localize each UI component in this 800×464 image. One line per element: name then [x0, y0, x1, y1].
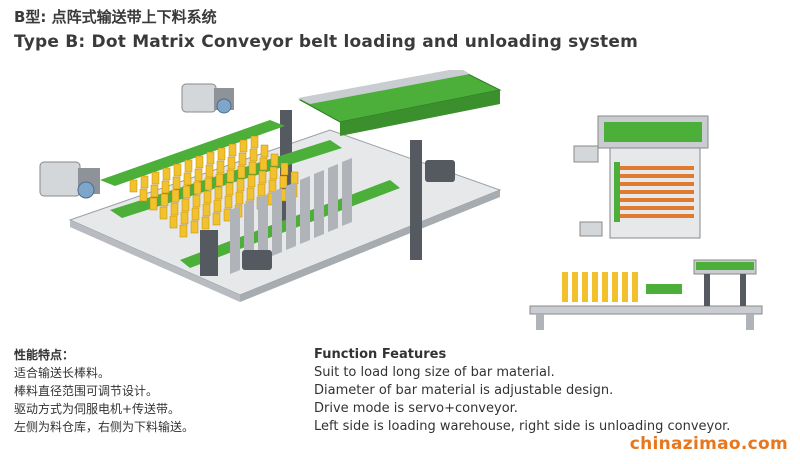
bar-material-matrix [129, 135, 309, 238]
features-cn-line: 驱动方式为伺服电机+传送带。 [14, 402, 181, 416]
servo-motor-left [39, 161, 100, 199]
features-cn-heading: 性能特点： [14, 348, 75, 362]
separator-plates [230, 158, 352, 274]
top-view-illustration [573, 115, 709, 239]
top-view-rows [618, 166, 694, 218]
features-cn: 性能特点： 适合输送长棒料。 棒料直径范围可调节设计。 驱动方式为伺服电机+传送… [14, 346, 194, 436]
page-title-cn: B型: 点阵式输送带上下料系统 [14, 8, 217, 26]
features-cn-line: 左侧为料仓库，右侧为下料输送。 [14, 420, 195, 434]
servo-motor-top [181, 83, 234, 114]
features-en-heading: Function Features [314, 347, 447, 362]
main-machine-illustration [39, 70, 502, 302]
side-view-illustration [529, 259, 763, 330]
features-en-line: Suit to load long size of bar material. [314, 365, 555, 380]
features-en: Function Features Suit to load long size… [314, 346, 730, 436]
features-en-line: Diameter of bar material is adjustable d… [314, 383, 614, 398]
features-en-line: Drive mode is servo+conveyor. [314, 401, 518, 416]
page-title-en: Type B: Dot Matrix Conveyor belt loading… [14, 32, 638, 52]
features-cn-line: 适合输送长棒料。 [14, 366, 111, 380]
features-cn-line: 棒料直径范围可调节设计。 [14, 384, 159, 398]
features-en-line: Left side is loading warehouse, right si… [314, 419, 731, 434]
watermark: chinazimao.com [629, 434, 788, 454]
side-view-bars [562, 272, 638, 302]
